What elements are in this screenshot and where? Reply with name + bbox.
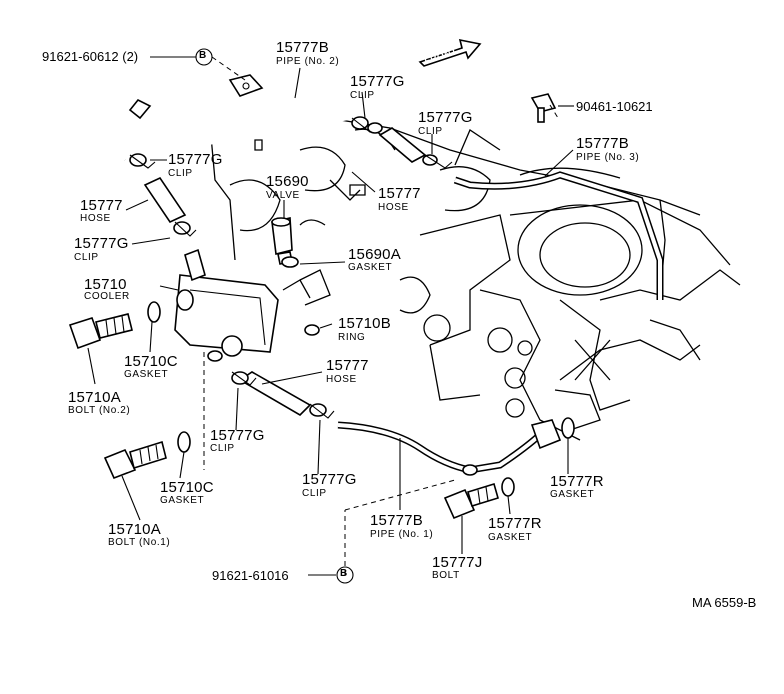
valve-name: VALVE <box>266 190 300 201</box>
pipe1-name: PIPE (No. 1) <box>370 529 434 540</box>
pipe1-number: 15777B <box>370 512 423 529</box>
clip-group-top <box>129 116 453 237</box>
circle-b-marker-bottom <box>336 566 354 584</box>
leader-lines <box>87 56 574 576</box>
ring-15710b <box>304 324 320 336</box>
gasket-c-number: 15710C <box>160 479 214 496</box>
clip-e-name: CLIP <box>210 443 235 454</box>
cooler-name: COOLER <box>84 291 130 302</box>
bolt-j-number: 15777J <box>432 554 483 571</box>
ref-90461-10621: 90461-10621 <box>576 99 653 114</box>
pipe3-number: 15777B <box>576 135 629 152</box>
hose-c-name: HOSE <box>326 374 357 385</box>
gasket-e-number: 15777R <box>488 515 542 532</box>
bolt-no1 <box>103 440 167 480</box>
ref-91621-61016: 91621-61016 <box>212 568 289 583</box>
gasket-15710c-bottom <box>177 431 191 453</box>
clip-d-number: 15777G <box>74 235 129 252</box>
bolt2-number: 15710A <box>68 389 121 406</box>
bolt-j-name: BOLT <box>432 570 460 581</box>
hose-c-number: 15777 <box>326 357 369 374</box>
pipe3-name: PIPE (No. 3) <box>576 152 640 163</box>
clip-a-name: CLIP <box>350 90 375 101</box>
ring-name: RING <box>338 332 366 343</box>
ring-number: 15710B <box>338 315 391 332</box>
hose-a-name: HOSE <box>80 213 111 224</box>
pipe2-number: 15777B <box>276 39 329 56</box>
valve-number: 15690 <box>266 173 309 190</box>
bolt-no2 <box>68 313 133 350</box>
gasket-b-name: GASKET <box>124 369 169 380</box>
hose-a-number: 15777 <box>80 197 123 214</box>
hose-b-number: 15777 <box>378 185 421 202</box>
pipe-no1 <box>337 417 575 476</box>
figure-code: MA 6559-B <box>692 595 757 610</box>
gasket-d-name: GASKET <box>550 489 595 500</box>
clip-group-bottom <box>207 350 335 419</box>
clip-f-number: 15777G <box>302 471 357 488</box>
oil-cooler <box>174 248 279 357</box>
clip-a-number: 15777G <box>350 73 405 90</box>
hose-segments <box>143 127 427 417</box>
gasket-d-number: 15777R <box>550 473 604 490</box>
gasket-a-name: GASKET <box>348 262 393 273</box>
bolt-15777j <box>443 482 499 520</box>
valve-15690 <box>271 217 299 268</box>
clip-f-name: CLIP <box>302 488 327 499</box>
circle-b-label-bottom: B <box>340 568 348 579</box>
bolt-90461 <box>530 93 557 123</box>
cooler-number: 15710 <box>84 276 127 293</box>
clip-c-name: CLIP <box>168 168 193 179</box>
hose-b-name: HOSE <box>378 202 409 213</box>
gasket-a-number: 15690A <box>348 246 401 263</box>
pipe-no3 <box>453 171 664 300</box>
bolt2-name: BOLT (No.2) <box>68 405 131 416</box>
clip-b-number: 15777G <box>418 109 473 126</box>
clip-c-number: 15777G <box>168 151 223 168</box>
circle-b-marker-top <box>195 48 213 66</box>
clip-d-name: CLIP <box>74 252 99 263</box>
bolt1-number: 15710A <box>108 521 161 538</box>
gasket-15710c-top <box>147 301 161 323</box>
front-arrow-icon <box>418 38 482 67</box>
clip-b-name: CLIP <box>418 126 443 137</box>
circle-b-label-top: B <box>199 50 207 61</box>
gasket-15777r-bottom <box>501 477 515 497</box>
pipe2-name: PIPE (No. 2) <box>276 56 340 67</box>
gasket-e-name: GASKET <box>488 532 533 543</box>
clip-e-number: 15777G <box>210 427 265 444</box>
pipe-no2 <box>111 74 361 161</box>
gasket-c-name: GASKET <box>160 495 205 506</box>
gasket-b-number: 15710C <box>124 353 178 370</box>
ref-91621-60612: 91621-60612 (2) <box>42 49 139 64</box>
bolt1-name: BOLT (No.1) <box>108 537 171 548</box>
